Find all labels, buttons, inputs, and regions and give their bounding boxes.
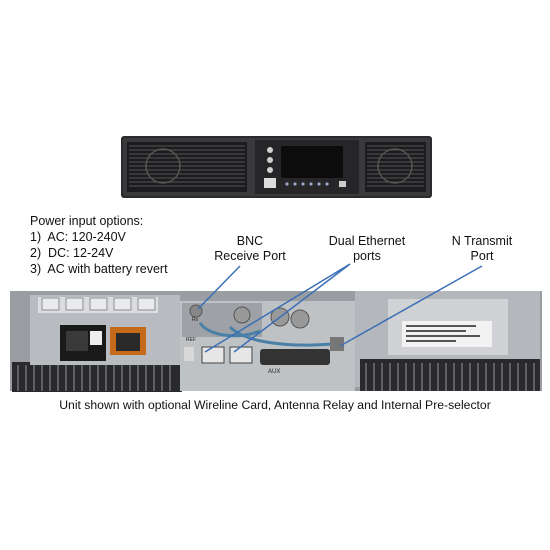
rear-io-panel: AUX REF Rx [180, 301, 355, 391]
n-transmit-callout-line1: N Transmit [451, 234, 513, 248]
n-transmit-callout: N Transmit Port [442, 234, 522, 264]
ethernet-port-1 [229, 346, 253, 364]
bnc-callout-line2: Receive Port [214, 249, 286, 263]
figure-caption: Unit shown with optional Wireline Card, … [59, 398, 491, 412]
n-transmit-connector [330, 337, 344, 351]
ethernet-callout-line1: Dual Ethernet [328, 234, 406, 248]
aux-label: AUX [268, 369, 280, 375]
bnc-receive-connector [189, 304, 203, 318]
rear-panel-unit: AUX REF Rx [10, 291, 542, 392]
front-panel-unit [121, 136, 432, 198]
product-label [402, 321, 492, 347]
front-display [281, 146, 343, 178]
right-heatsink [360, 359, 540, 391]
power-option-ac: 1) AC: 120-240V [30, 230, 126, 244]
bnc-callout-line1: BNC [236, 234, 264, 248]
n-transmit-callout-line2: Port [470, 249, 494, 263]
aux-connector [260, 349, 330, 365]
front-control-panel [255, 140, 359, 194]
power-options-heading: Power input options: [30, 214, 144, 228]
power-option-battery: 3) AC with battery revert [30, 262, 168, 276]
ethernet-callout: Dual Ethernet ports [322, 234, 412, 264]
left-heatsink [12, 362, 182, 392]
rear-usb-port [184, 347, 194, 361]
power-switch [90, 331, 102, 345]
power-option-dc: 2) DC: 12-24V [30, 246, 114, 260]
ethernet-port-2 [201, 346, 225, 364]
ethernet-callout-line2: ports [353, 249, 381, 263]
front-ethernet-port [264, 178, 276, 188]
ref-label: REF [186, 337, 196, 343]
bnc-callout: BNC Receive Port [210, 234, 290, 264]
left-vent-grille [127, 142, 247, 192]
front-usb-port [339, 181, 346, 187]
power-supply-module [30, 295, 180, 365]
right-vent-grille [365, 142, 426, 192]
power-input-options: Power input options: 1) AC: 120-240V 2) … [30, 213, 168, 277]
rx-label: Rx [192, 317, 199, 323]
